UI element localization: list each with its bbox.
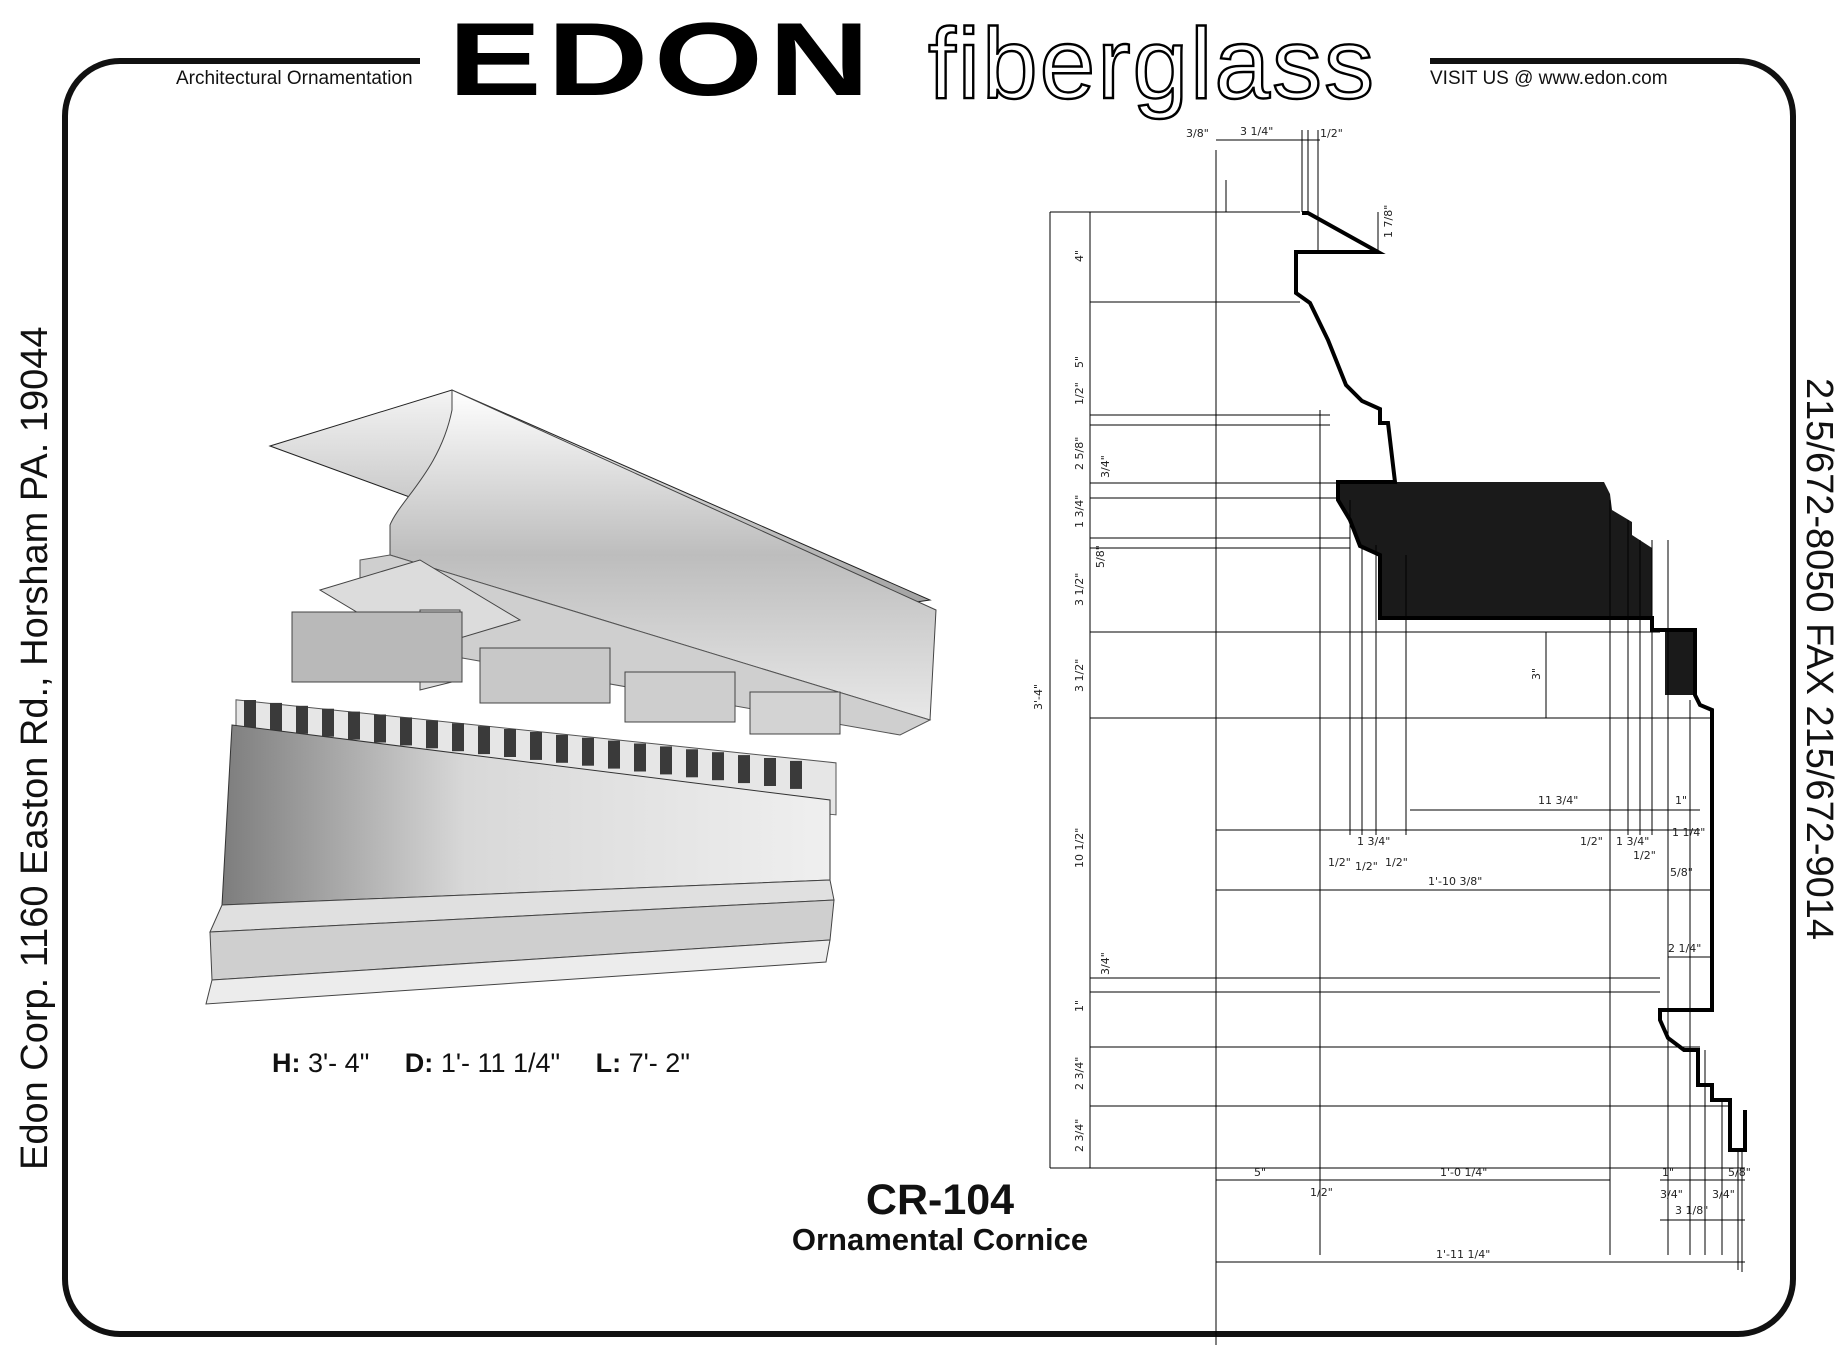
dentil [322, 708, 334, 737]
dimension-label: 1/2" [1328, 856, 1351, 869]
dimension-label: 3/4" [1099, 952, 1112, 975]
dimension-label: 3 1/2" [1073, 659, 1086, 692]
dentil [582, 737, 594, 766]
dentil [738, 755, 750, 784]
dimension-label: 2 3/4" [1073, 1057, 1086, 1090]
dentil [660, 746, 672, 775]
dentil [608, 740, 620, 769]
dimension-label: 5" [1254, 1166, 1266, 1179]
dimension-label: 3/4" [1660, 1188, 1683, 1201]
dimension-label: 1 3/4" [1616, 835, 1649, 848]
dimension-label: 1/2" [1633, 849, 1656, 862]
hatched-section-lower [1665, 630, 1695, 695]
dimension-label: 3" [1530, 668, 1543, 680]
dimension-label: 3/8" [1186, 127, 1209, 140]
dimension-label: 5/8" [1094, 545, 1107, 568]
dentil [270, 702, 282, 731]
dimension-label: 1/2" [1385, 856, 1408, 869]
product-code: CR-104 [865, 1176, 1015, 1224]
dimension-label: 3/4" [1712, 1188, 1735, 1201]
product-dimensions: H: 3'- 4" D: 1'- 11 1/4" L: 7'- 2" [272, 1048, 690, 1079]
dimension-label: 2 1/4" [1668, 942, 1701, 955]
dentil [452, 723, 464, 752]
dimension-label: 2 5/8" [1073, 437, 1086, 470]
dimension-label: 1/2" [1073, 382, 1086, 405]
dimension-label: 1/2" [1320, 127, 1343, 140]
dentil [374, 714, 386, 743]
dimension-label: 1/2" [1580, 835, 1603, 848]
dimension-label: 1/2" [1310, 1186, 1333, 1199]
dimension-label: 1 3/4" [1357, 835, 1390, 848]
brand-logo-edon: EDON [448, 2, 876, 118]
dimension-label: 2 3/4" [1073, 1119, 1086, 1152]
dentil [790, 760, 802, 789]
product-title-block: CR-104 Ornamental Cornice [740, 1176, 1140, 1258]
dentil [556, 734, 568, 763]
tagline: Architectural Ornamentation [176, 68, 413, 89]
dimension-label: 1" [1675, 794, 1687, 807]
dentils [244, 700, 802, 789]
dentil [634, 743, 646, 772]
dimension-label: 5/8" [1670, 866, 1693, 879]
dentil [426, 720, 438, 749]
dimension-label: 3 1/8" [1675, 1204, 1708, 1217]
length-label: L: [595, 1048, 622, 1078]
dimension-label: 3/4" [1099, 455, 1112, 478]
dentil [296, 705, 308, 734]
dimension-label: 1 7/8" [1382, 205, 1395, 238]
dimension-label: 3'-4" [1032, 684, 1045, 710]
height-label: H: [272, 1048, 301, 1078]
height-value: 3'- 4" [308, 1048, 370, 1078]
dimension-label: 11 3/4" [1538, 794, 1578, 807]
dentil [244, 700, 256, 728]
dentil [712, 752, 724, 781]
dentil [400, 717, 412, 746]
dentil [504, 729, 516, 757]
cornice-base-fillet [205, 939, 831, 1005]
dimension-label: 5/8" [1728, 1166, 1751, 1179]
dentil [348, 711, 360, 740]
header-gap [420, 46, 1430, 72]
dimension-label: 1'-10 3/8" [1428, 875, 1482, 888]
website-link[interactable]: VISIT US @ www.edon.com [1430, 68, 1668, 89]
modillion-blocks [291, 559, 841, 735]
dimension-label: 5" [1073, 356, 1086, 368]
dimension-label: 4" [1073, 250, 1086, 262]
hatched-section-upper [1338, 482, 1652, 618]
extension-lines [1049, 130, 1745, 1345]
dimension-label: 1" [1662, 1166, 1674, 1179]
dimension-label: 10 1/2" [1073, 828, 1086, 868]
dentil [530, 731, 542, 760]
dimension-label: 3 1/2" [1073, 573, 1086, 606]
dimension-labels: 3/8" 3 1/4" 1/2" 1 7/8" 4" 5" 1/2" 2 5/8… [1032, 125, 1751, 1261]
length-value: 7'- 2" [628, 1048, 690, 1078]
depth-value: 1'- 11 1/4" [440, 1048, 561, 1078]
dimension-label: 1'-11 1/4" [1436, 1248, 1490, 1261]
dimension-label: 1 1/4" [1672, 826, 1705, 839]
dimension-label: 1 3/4" [1073, 495, 1086, 528]
cornice-crown [389, 389, 937, 721]
dimension-label: 1" [1073, 1000, 1086, 1012]
dimension-label: 3 1/4" [1240, 125, 1273, 138]
depth-label: D: [404, 1048, 434, 1078]
brand-logo-fiberglass: fiberglass [927, 8, 1376, 120]
dentil [478, 726, 490, 755]
product-name: Ornamental Cornice [791, 1222, 1089, 1258]
dentil [686, 749, 698, 778]
dentil [764, 758, 776, 786]
dimension-label: 1'-0 1/4" [1440, 1166, 1487, 1179]
profile-outline [1294, 211, 1747, 1152]
dimension-label: 1/2" [1355, 860, 1378, 873]
